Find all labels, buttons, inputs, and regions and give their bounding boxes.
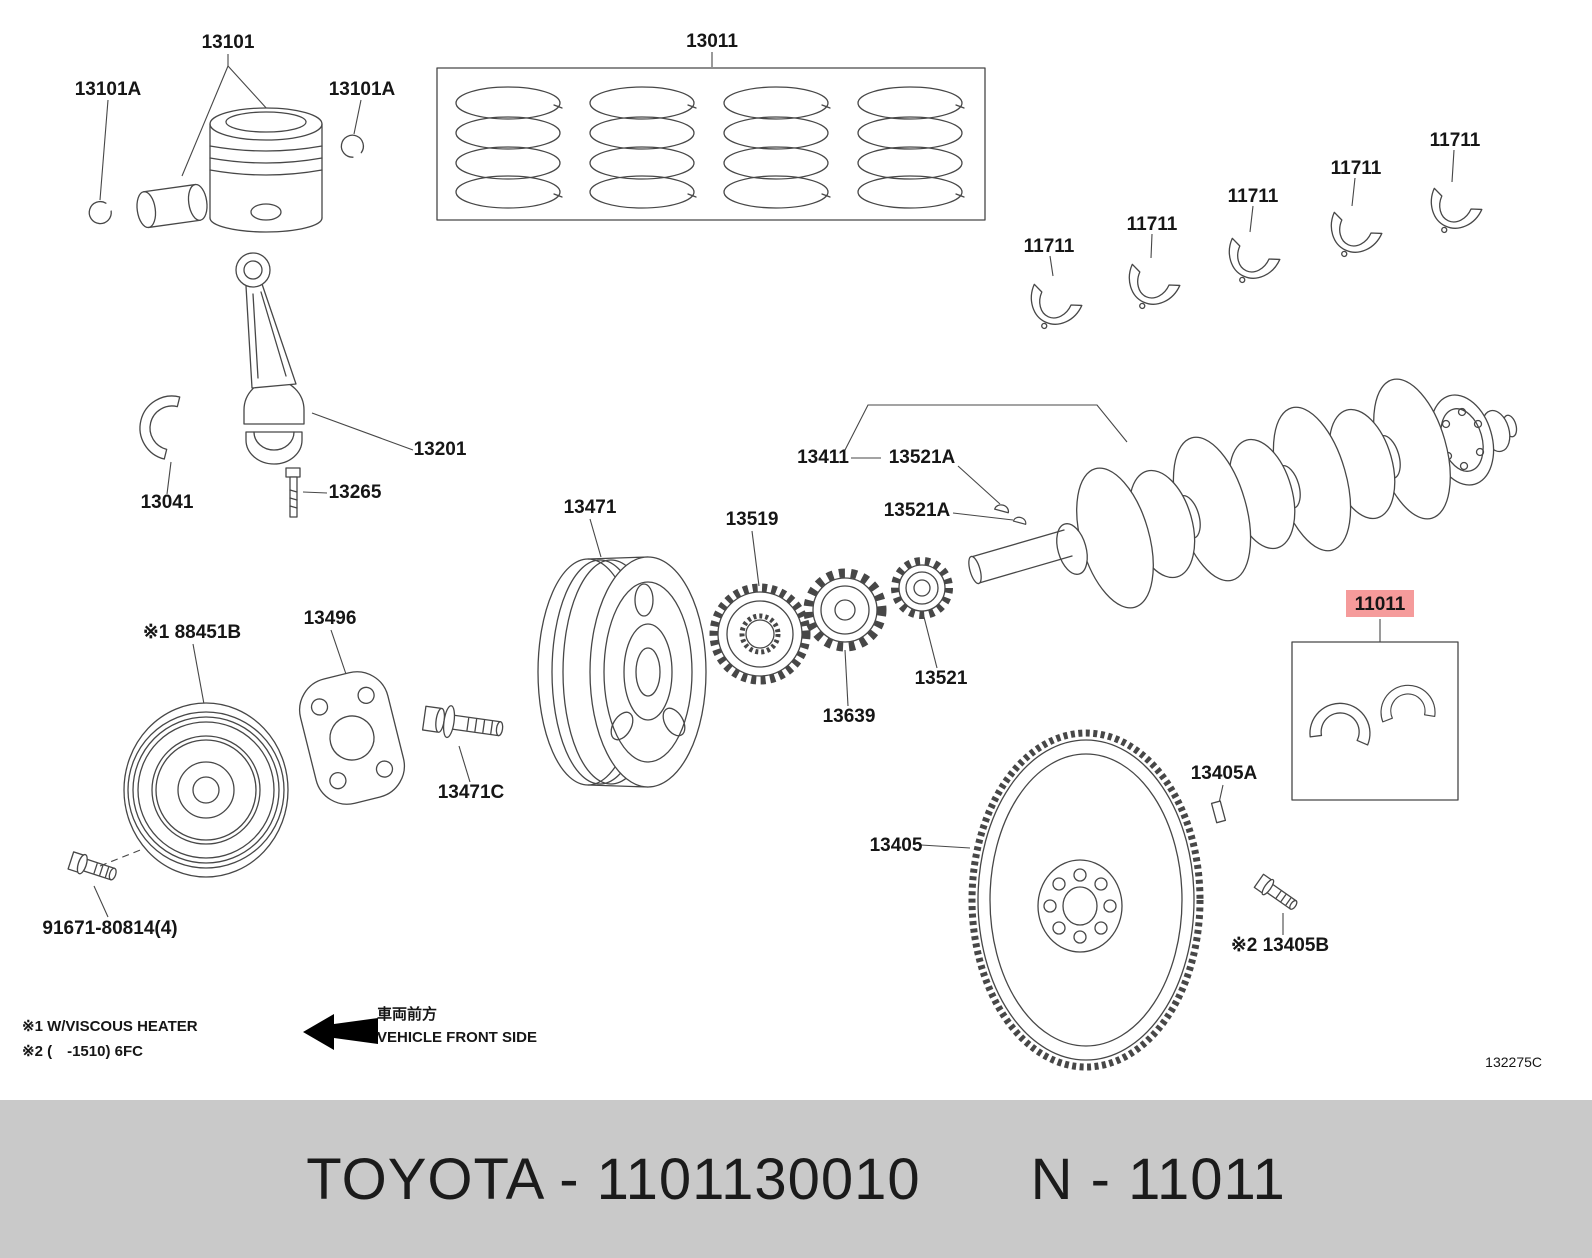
bolt-13405b xyxy=(1253,873,1298,910)
front-direction-arrow-icon xyxy=(303,1014,378,1050)
crank-pulley xyxy=(537,556,707,788)
gear-13521 xyxy=(891,557,953,619)
thrust-washer-box xyxy=(1291,641,1459,801)
main-bearings xyxy=(1030,187,1483,330)
footer-catalog-code: N - 11011 xyxy=(1030,1146,1286,1212)
main-bearing-2 xyxy=(1128,263,1181,310)
label-11711-3: 11711 xyxy=(1228,186,1279,207)
snap-ring-right-icon xyxy=(340,134,364,158)
label-88451b: ※1 88451B xyxy=(143,622,241,643)
flywheel xyxy=(968,729,1204,1071)
label-13411: 13411 xyxy=(797,447,849,468)
piston xyxy=(209,107,323,233)
timing-gear-13519 xyxy=(709,583,811,685)
connecting-rod xyxy=(235,252,305,465)
label-13011: 13011 xyxy=(686,31,738,52)
ring-stack-2 xyxy=(589,86,697,209)
spacer-13496 xyxy=(298,671,406,805)
piston-pin xyxy=(136,183,208,229)
thrust-washer-1 xyxy=(1309,702,1371,746)
diagram-code: 132275C xyxy=(1485,1054,1542,1070)
note-viscous-heater: ※1 W/VISCOUS HEATER xyxy=(22,1018,198,1035)
label-13405: 13405 xyxy=(870,835,923,856)
pulley-bolt-91671 xyxy=(67,851,117,881)
label-13471c: 13471C xyxy=(438,782,505,803)
main-bearing-1 xyxy=(1030,283,1083,330)
viscous-pulley xyxy=(123,702,289,878)
label-11011-highlight xyxy=(1346,590,1414,617)
label-11011: 11011 xyxy=(1355,594,1406,615)
label-13521a-top: 13521A xyxy=(889,447,956,468)
front-side-label-en: VEHICLE FRONT SIDE xyxy=(377,1029,537,1046)
label-11711-1: 11711 xyxy=(1024,236,1075,257)
gear-13639 xyxy=(803,568,887,652)
thrust-washer-2 xyxy=(1380,684,1436,723)
footer-banner: TOYOTA - 1101130010 N - 11011 xyxy=(0,1100,1592,1258)
label-13405a: 13405A xyxy=(1191,763,1258,784)
label-11711-4: 11711 xyxy=(1331,158,1382,179)
label-13521: 13521 xyxy=(915,668,968,689)
label-11711-2: 11711 xyxy=(1127,214,1178,235)
rod-bearing xyxy=(139,395,181,460)
label-91671: 91671-80814(4) xyxy=(42,918,177,939)
label-13471: 13471 xyxy=(564,497,617,518)
ring-stack-3 xyxy=(723,86,831,209)
label-13101a-left: 13101A xyxy=(75,79,142,100)
crankshaft xyxy=(968,378,1518,609)
label-13496: 13496 xyxy=(304,608,357,629)
snap-ring-left-icon xyxy=(88,200,112,225)
footer-part-number: TOYOTA - 1101130010 xyxy=(306,1146,921,1212)
label-13041: 13041 xyxy=(141,492,194,513)
label-13521a-bottom: 13521A xyxy=(884,500,951,521)
part-labels: 13101 13101A 13101A 13011 11711 11711 11… xyxy=(42,31,1480,956)
label-13101a-right: 13101A xyxy=(329,79,396,100)
ring-set-box xyxy=(436,67,986,221)
footnotes: ※1 W/VISCOUS HEATER ※2 ( -1510) 6FC 車両前方… xyxy=(22,1005,1542,1070)
key-13405a xyxy=(1210,800,1227,824)
front-side-label-jp: 車両前方 xyxy=(377,1005,437,1023)
label-13101: 13101 xyxy=(202,32,255,53)
woodruff-keys xyxy=(994,504,1027,525)
ring-stack-4 xyxy=(857,86,965,209)
main-bearing-3 xyxy=(1228,237,1281,284)
label-13265: 13265 xyxy=(329,482,382,503)
label-11711-5: 11711 xyxy=(1430,130,1481,151)
bolt-13471c xyxy=(421,705,504,739)
ring-stack-1 xyxy=(455,86,563,209)
label-13405b: ※2 13405B xyxy=(1231,935,1329,956)
label-13639: 13639 xyxy=(823,706,876,727)
main-bearing-4 xyxy=(1330,211,1383,258)
label-13519: 13519 xyxy=(726,509,779,530)
main-bearing-5 xyxy=(1430,187,1483,234)
label-13201: 13201 xyxy=(414,439,467,460)
rod-bolt xyxy=(285,467,301,518)
note-6fc: ※2 ( -1510) 6FC xyxy=(22,1043,143,1060)
